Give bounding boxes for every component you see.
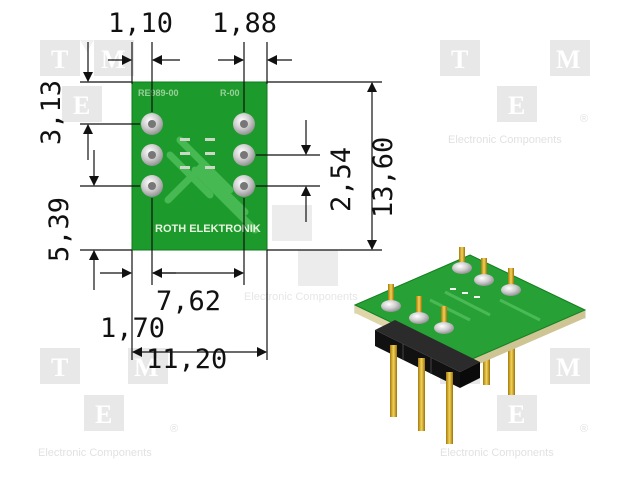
watermark-letter-t: T [451,45,468,74]
part-code-right: R-00 [220,88,240,98]
watermark-letter-m: M [556,353,581,382]
pin-header [375,330,460,388]
dim-label-bottom-width: 11,20 [146,344,227,375]
pin-back-right [508,320,515,395]
pin-front-1 [390,345,397,417]
watermark-caption: Electronic Components [244,291,358,303]
watermark-letter-e: E [73,91,90,120]
through-hole-pads [141,113,255,197]
watermark-registered: ® [580,113,588,125]
watermark-letter-e: E [95,400,112,429]
watermark-caption: Electronic Components [448,134,562,146]
dim-label-right-inner: 2,54 [326,147,357,212]
watermark-letter-m: M [556,45,581,74]
dim-label-left-upper: 3,13 [36,80,67,145]
watermark-bottom-left: T M E Electronic Components ® [38,348,178,459]
watermark-letter-e: E [508,91,525,120]
dim-label-right-outer: 13,60 [368,137,399,218]
pin-front-3 [446,372,453,444]
watermark-letter-e: E [508,400,525,429]
watermark-registered: ® [580,423,588,435]
pcb-trace-pattern [164,136,259,234]
dim-label-bottom-pitch: 7,62 [156,286,221,317]
watermark-caption: Electronic Components [440,447,554,459]
dimension-lines [80,42,382,360]
dim-label-left-lower: 5,39 [44,197,75,262]
watermark-top-right: T M E Electronic Components ® [440,40,590,146]
watermark-registered: ® [170,423,178,435]
dim-label-bottom-offset: 1,70 [100,313,165,344]
watermark-letter-t: T [51,353,68,382]
watermark-letter-m: M [134,353,159,382]
part-code-left: RE989-00 [138,88,179,98]
dim-label-top-right: 1,88 [212,8,277,39]
dim-label-top-left: 1,10 [108,8,173,39]
watermark-letter-t: T [51,45,68,74]
silkscreen-label: ROTH ELEKTRONIK [155,223,261,235]
pin-front-2 [418,358,425,431]
watermark-caption: Electronic Components [38,447,152,459]
watermark-center: Electronic Components [244,205,358,303]
pcb-smd-pads [180,138,215,169]
product-3d-view [353,247,587,444]
top-pins [381,247,521,334]
